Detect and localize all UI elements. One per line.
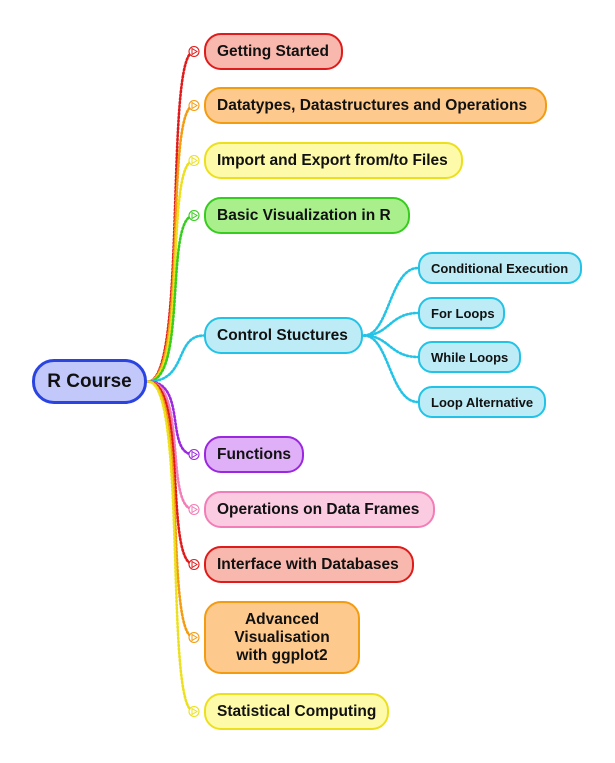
expand-arrow-icon xyxy=(191,560,198,569)
topic-label: Datatypes, Datastructures and Operations xyxy=(217,96,528,114)
connector-line xyxy=(146,380,196,566)
expand-arrow-icon xyxy=(191,156,198,165)
subtopic-label: Loop Alternative xyxy=(431,394,534,410)
expand-arrow-icon xyxy=(191,633,198,642)
expand-arrow-icon xyxy=(191,211,198,220)
subtopic-loop-alternative[interactable]: Loop Alternative xyxy=(418,386,546,418)
topic-statistical-computing[interactable]: Statistical Computing xyxy=(204,693,389,730)
expand-arrow-icon xyxy=(191,47,198,56)
connector-line xyxy=(362,311,420,337)
connector-line xyxy=(146,104,196,383)
topic-control-structures[interactable]: Control Stuctures xyxy=(204,317,363,354)
topic-label: Advanced Visualisation with ggplot2 xyxy=(234,610,330,664)
topic-label: Functions xyxy=(217,445,292,463)
topic-getting-started[interactable]: Getting Started xyxy=(204,33,343,70)
topic-label: Statistical Computing xyxy=(217,702,377,720)
expand-arrow-icon xyxy=(191,101,198,110)
subtopic-label: While Loops xyxy=(431,349,509,365)
connector-line xyxy=(146,214,196,383)
topic-label: Operations on Data Frames xyxy=(217,500,420,518)
expand-arrow-icon xyxy=(191,505,198,514)
root-label: R Course xyxy=(47,370,132,392)
topic-functions[interactable]: Functions xyxy=(204,436,304,473)
root-node-r-course[interactable]: R Course xyxy=(32,359,147,404)
connector-line xyxy=(146,334,206,383)
subtopic-label: Conditional Execution xyxy=(431,260,569,276)
subtopic-for-loops[interactable]: For Loops xyxy=(418,297,505,329)
topic-interface-databases[interactable]: Interface with Databases xyxy=(204,546,414,583)
subtopic-conditional-execution[interactable]: Conditional Execution xyxy=(418,252,582,284)
topic-label: Basic Visualization in R xyxy=(217,206,391,224)
topic-operations-data-frames[interactable]: Operations on Data Frames xyxy=(204,491,435,528)
topic-basic-visualization[interactable]: Basic Visualization in R xyxy=(204,197,410,234)
connector-line xyxy=(362,334,420,404)
expand-arrow-icon xyxy=(191,450,198,459)
topic-label: Interface with Databases xyxy=(217,555,399,573)
connector-line xyxy=(146,380,196,713)
topic-advanced-visualisation[interactable]: Advanced Visualisation with ggplot2 xyxy=(204,601,360,674)
topic-label: Getting Started xyxy=(217,42,329,60)
connector-line xyxy=(146,159,196,383)
subtopic-while-loops[interactable]: While Loops xyxy=(418,341,521,373)
topic-label: Import and Export from/to Files xyxy=(217,151,448,169)
expand-arrow-icon xyxy=(191,707,198,716)
connector-line xyxy=(362,266,420,337)
subtopic-label: For Loops xyxy=(431,305,495,321)
topic-datatypes[interactable]: Datatypes, Datastructures and Operations xyxy=(204,87,547,124)
topic-label: Control Stuctures xyxy=(217,326,348,344)
topic-import-export[interactable]: Import and Export from/to Files xyxy=(204,142,463,179)
